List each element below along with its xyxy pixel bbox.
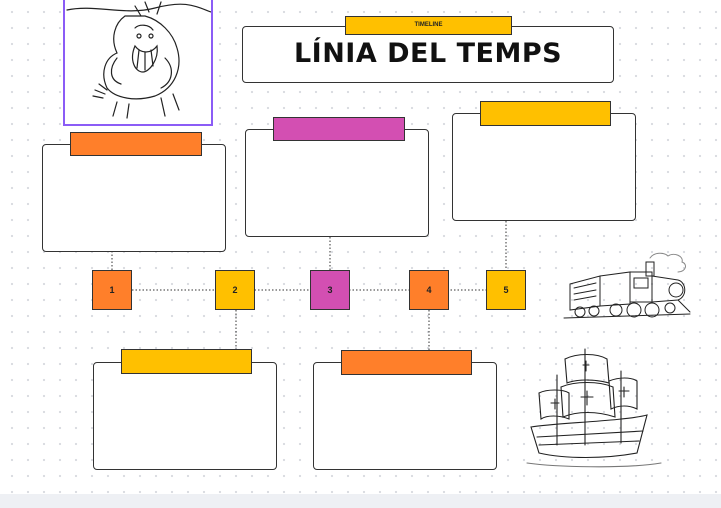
event-card-2-tag[interactable] — [121, 349, 252, 374]
event-card-4-tag[interactable] — [341, 350, 472, 375]
ship-image[interactable] — [525, 345, 663, 473]
train-image[interactable] — [560, 250, 695, 325]
timeline-node-5[interactable]: 5 — [486, 270, 526, 310]
caveman-illustration — [66, 1, 211, 119]
event-card-1-tag[interactable] — [70, 132, 202, 156]
event-card-3[interactable] — [245, 129, 429, 237]
timeline-node-4[interactable]: 4 — [409, 270, 449, 310]
timeline-node-3[interactable]: 3 — [310, 270, 350, 310]
title-box[interactable] — [242, 26, 614, 83]
timeline-node-1[interactable]: 1 — [92, 270, 132, 310]
event-card-1[interactable] — [42, 144, 226, 252]
page-title: LÍNIA DEL TEMPS — [293, 38, 563, 69]
ship-illustration — [526, 348, 662, 468]
train-illustration — [563, 252, 691, 319]
event-card-2[interactable] — [93, 362, 277, 470]
title-tag: TIMELINE — [345, 16, 512, 35]
event-card-5[interactable] — [452, 113, 636, 221]
event-card-4[interactable] — [313, 362, 497, 470]
event-card-5-tag[interactable] — [480, 101, 611, 126]
caveman-image[interactable] — [63, 0, 213, 126]
bottom-scroll-bar — [0, 494, 721, 508]
timeline-node-2[interactable]: 2 — [215, 270, 255, 310]
event-card-3-tag[interactable] — [273, 117, 405, 141]
